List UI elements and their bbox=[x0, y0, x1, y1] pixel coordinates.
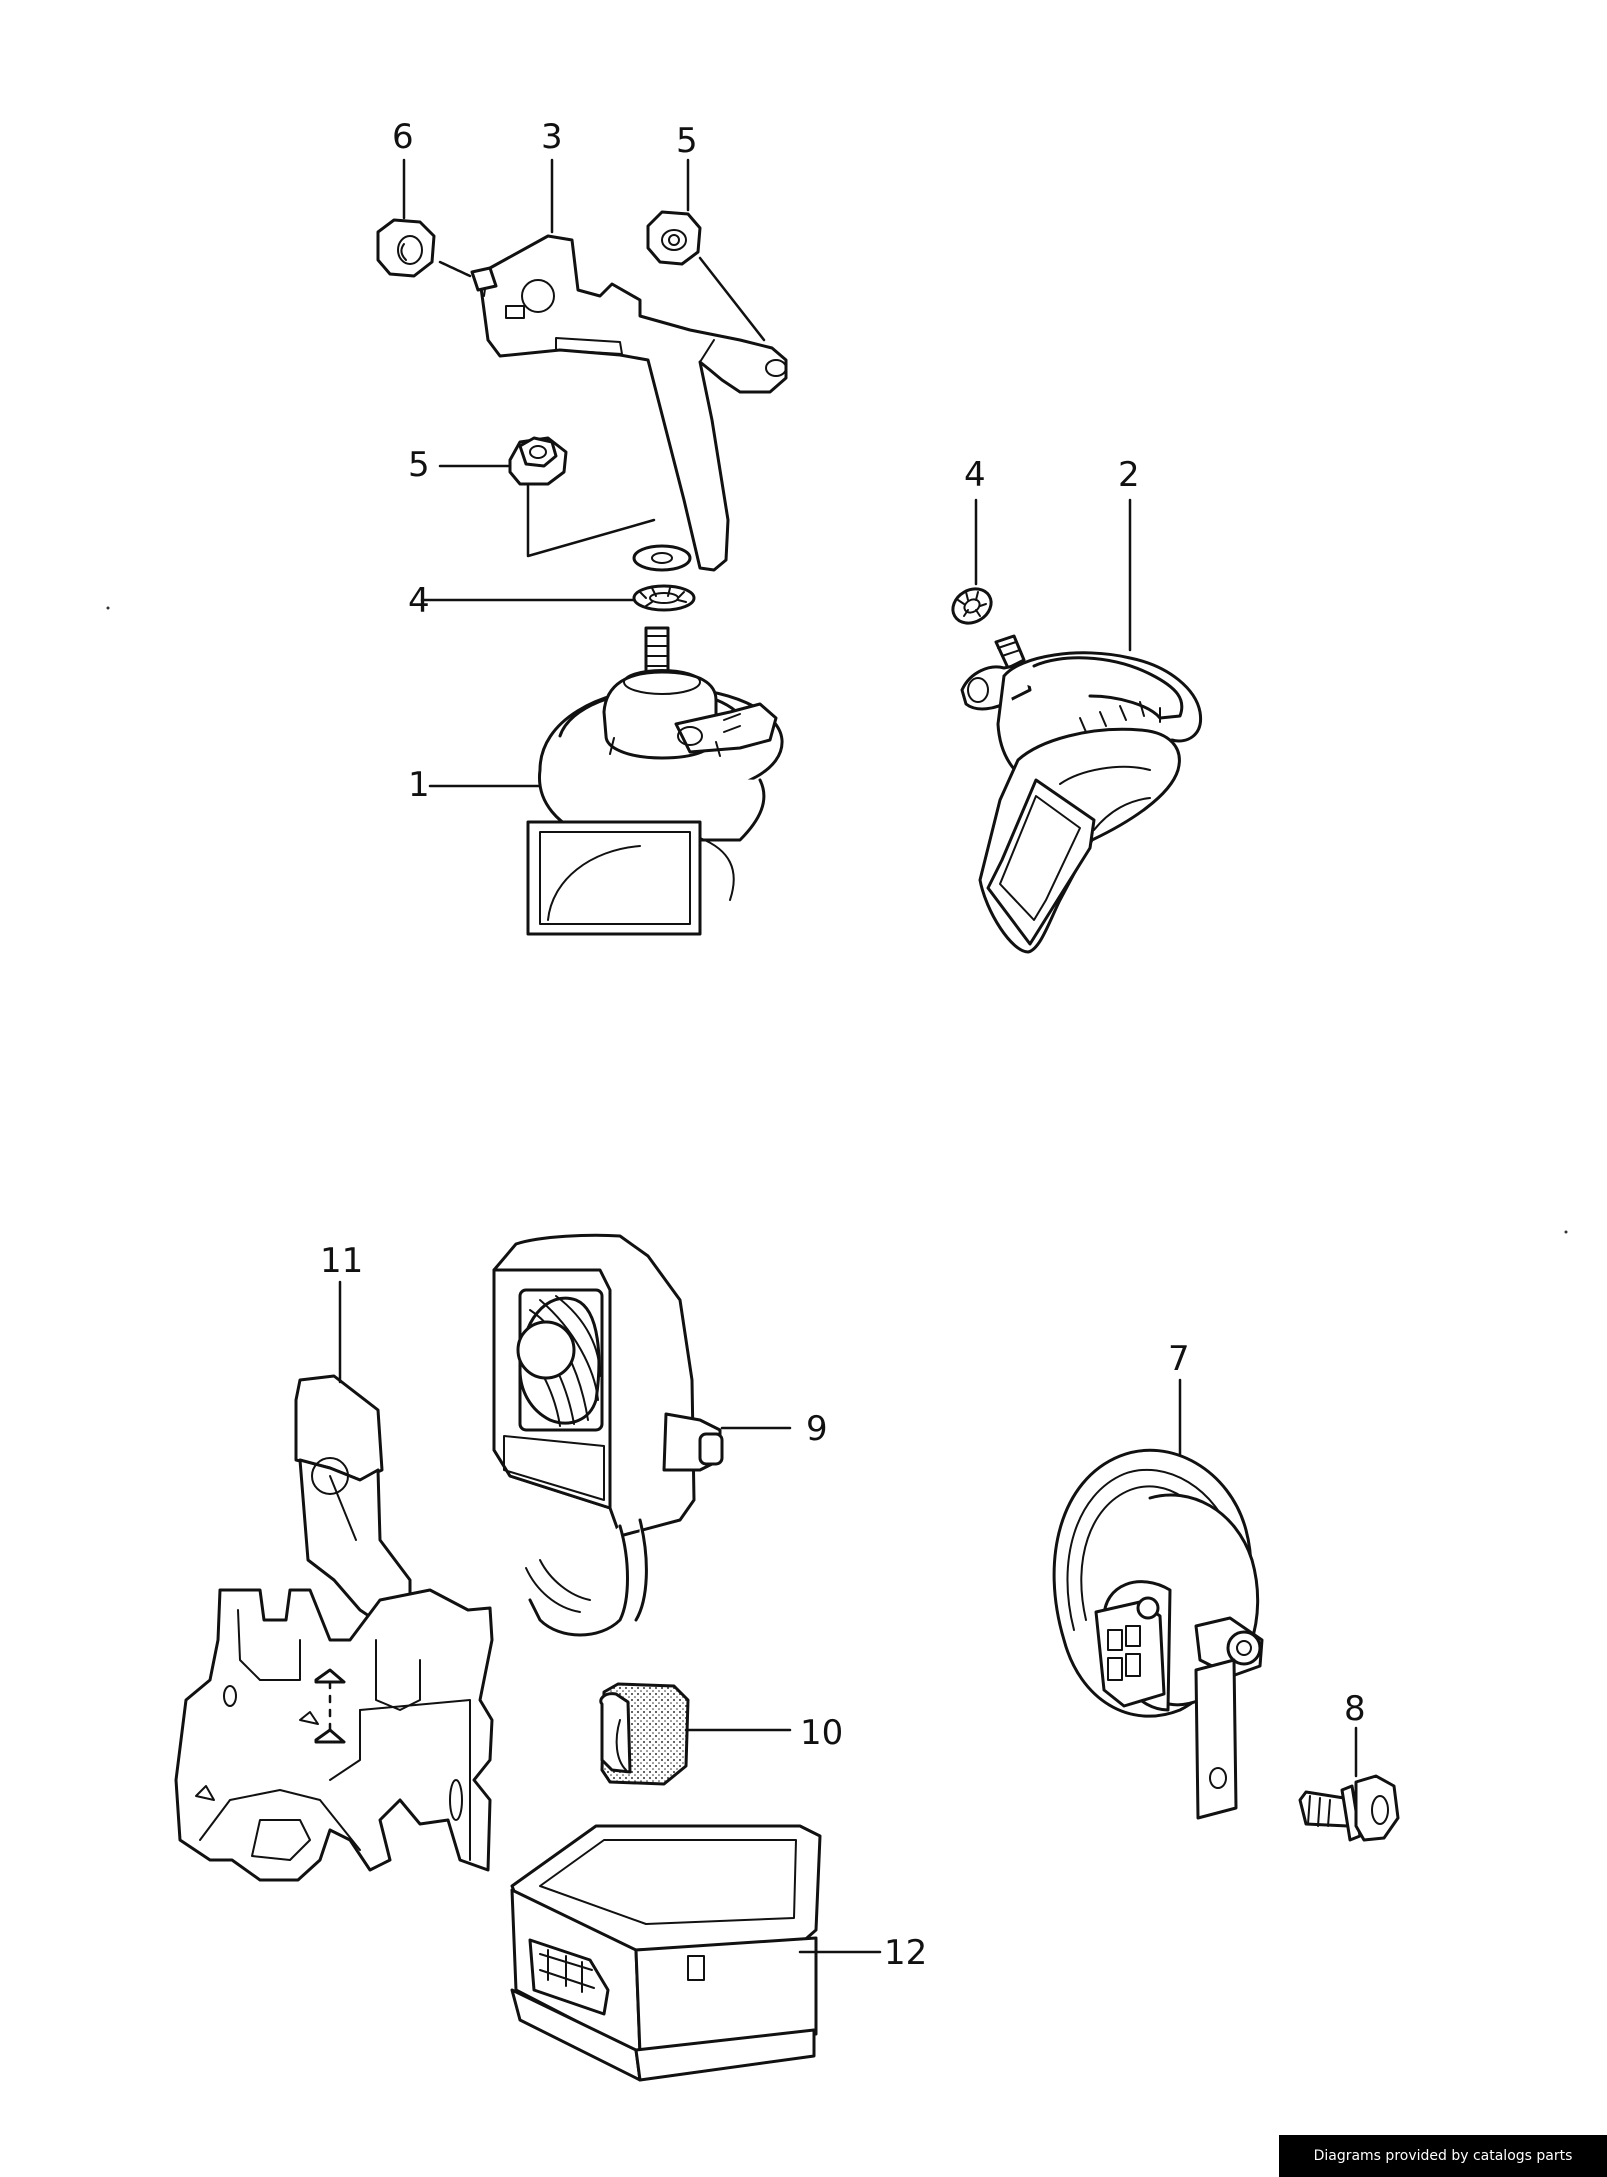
control-unit-icon bbox=[510, 1824, 822, 2082]
callout-5-top: 5 bbox=[676, 121, 698, 161]
callout-6: 6 bbox=[392, 117, 414, 157]
nut-icon bbox=[376, 218, 472, 278]
callout-1: 1 bbox=[408, 765, 430, 805]
callout-9: 9 bbox=[806, 1409, 828, 1449]
callout-4-right: 4 bbox=[964, 455, 986, 495]
screw-icon bbox=[1298, 1774, 1400, 1842]
horn-icon bbox=[526, 626, 784, 936]
nut-icon bbox=[508, 436, 656, 558]
callout-5-left: 5 bbox=[408, 445, 430, 485]
horn-icon bbox=[1052, 1448, 1264, 1820]
relay-icon bbox=[599, 1682, 690, 1786]
callout-2: 2 bbox=[1118, 455, 1140, 495]
callout-8: 8 bbox=[1344, 1689, 1366, 1729]
lock-washer-icon bbox=[632, 584, 696, 612]
credit-banner: Diagrams provided by catalogs parts bbox=[1279, 2135, 1607, 2177]
nut-icon bbox=[646, 210, 766, 342]
callout-12: 12 bbox=[884, 1933, 927, 1973]
callout-7: 7 bbox=[1168, 1339, 1190, 1379]
siren-icon bbox=[492, 1233, 724, 1637]
bracket-icon bbox=[470, 234, 788, 572]
bracket-icon bbox=[174, 1374, 494, 1882]
callout-4-left: 4 bbox=[408, 581, 430, 621]
horn-icon bbox=[960, 634, 1203, 954]
callout-10: 10 bbox=[800, 1713, 843, 1753]
callout-11: 11 bbox=[320, 1241, 363, 1281]
callout-3: 3 bbox=[541, 117, 563, 157]
lock-washer-icon bbox=[951, 587, 993, 625]
